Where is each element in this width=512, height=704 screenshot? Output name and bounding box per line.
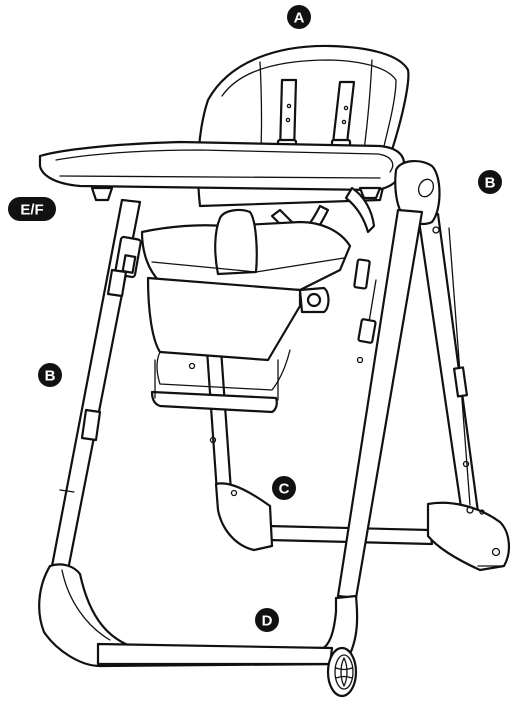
- svg-text:C: C: [279, 481, 290, 498]
- svg-text:B: B: [45, 368, 56, 385]
- svg-text:D: D: [262, 613, 273, 630]
- front-left-leg: [50, 198, 142, 572]
- label-e-f: E/F: [8, 197, 56, 221]
- footrest: [146, 276, 302, 414]
- rear-base-with-foot: [214, 482, 510, 572]
- side-frame: [298, 160, 441, 314]
- tray: [38, 140, 406, 202]
- label-b-left: B: [38, 363, 62, 387]
- svg-text:E/F: E/F: [20, 202, 43, 219]
- label-c: C: [272, 476, 296, 500]
- svg-text:A: A: [294, 10, 305, 27]
- front-base: [38, 563, 359, 698]
- label-b-right: B: [478, 170, 502, 194]
- label-d: D: [255, 608, 279, 632]
- svg-text:B: B: [485, 175, 496, 192]
- label-a: A: [287, 5, 311, 29]
- seat-cushion: [140, 208, 352, 292]
